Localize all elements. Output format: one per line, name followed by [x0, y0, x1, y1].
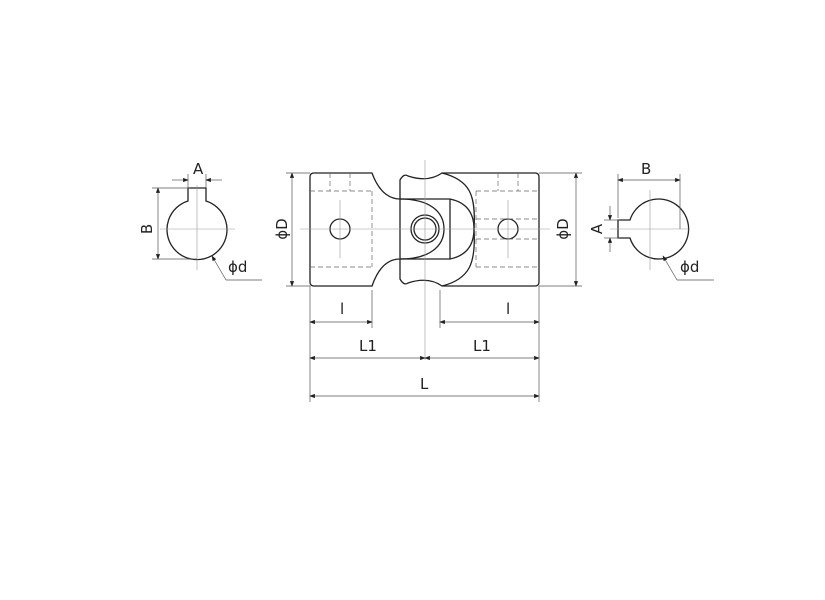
- outer-diameter-dims: [286, 172, 582, 287]
- joint-body: [300, 160, 550, 360]
- length-dims: [309, 286, 540, 402]
- label-right-half-length: L1: [473, 337, 491, 355]
- label-right-key-depth: B: [641, 160, 651, 178]
- label-left-key-width: A: [193, 160, 204, 178]
- label-total-length: L: [420, 375, 429, 393]
- left-end-view: [152, 174, 262, 281]
- label-left-bore-length: l: [340, 300, 344, 318]
- right-end-view: [604, 174, 714, 281]
- label-left-half-length: L1: [359, 337, 377, 355]
- label-right-outer-dia: ϕD: [554, 218, 572, 239]
- label-right-key-width: A: [588, 223, 606, 234]
- label-right-bore: ϕd: [680, 258, 699, 276]
- label-right-bore-length: l: [506, 300, 510, 318]
- label-left-key-depth: B: [138, 224, 156, 234]
- label-left-outer-dia: ϕD: [273, 218, 291, 239]
- label-left-bore: ϕd: [228, 258, 247, 276]
